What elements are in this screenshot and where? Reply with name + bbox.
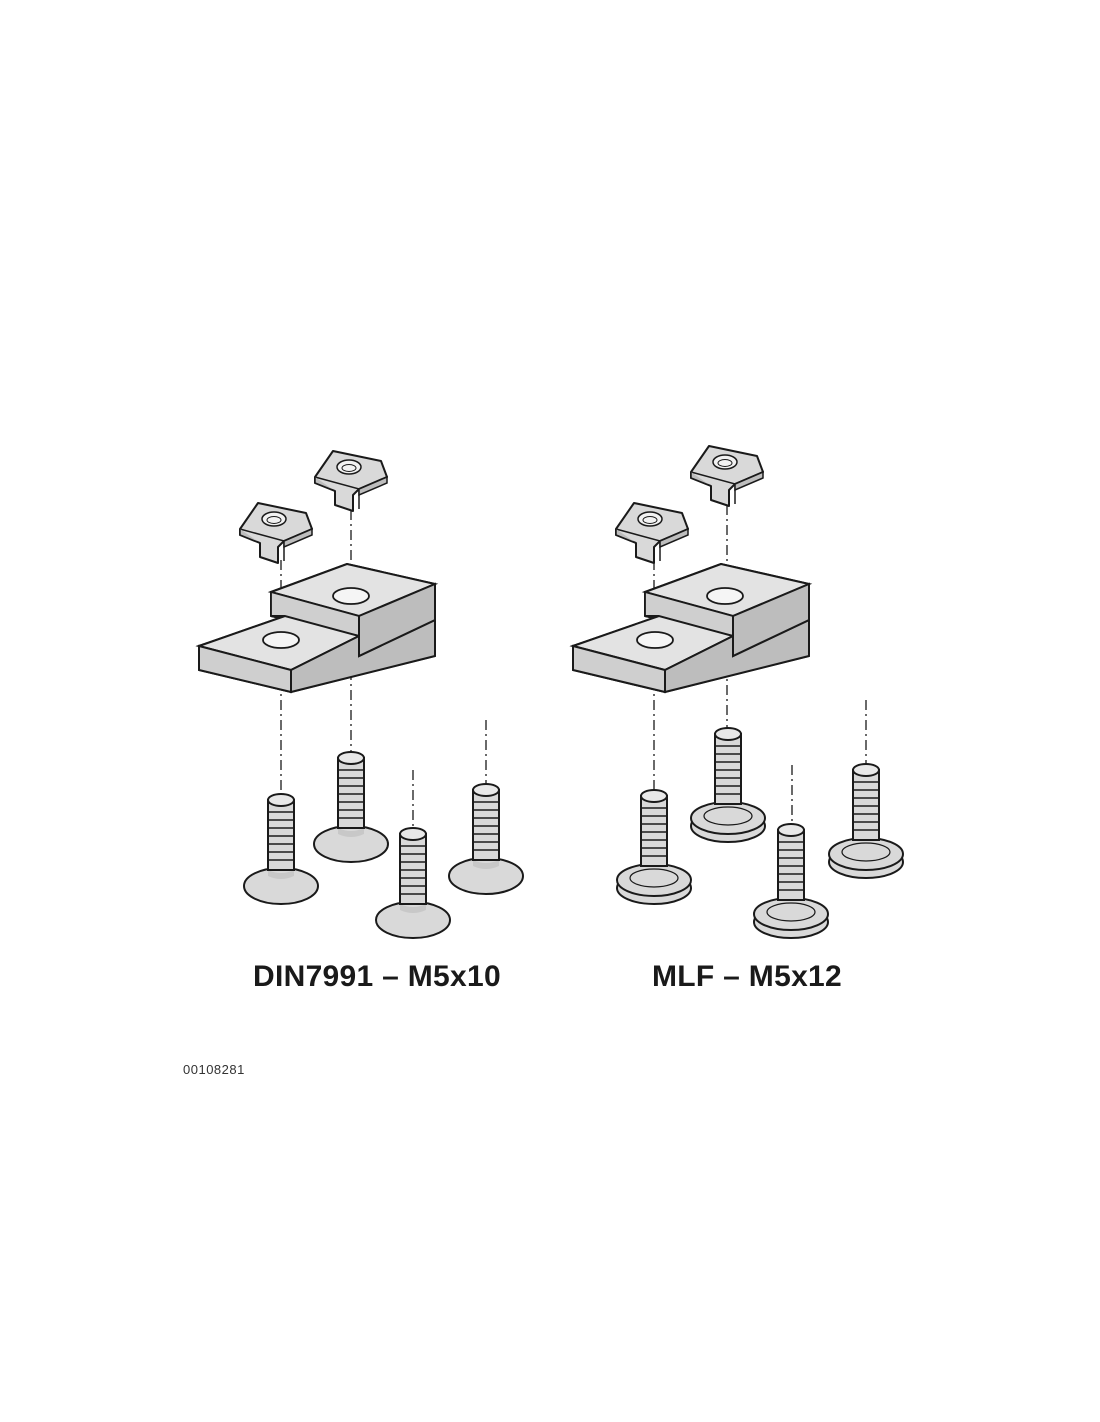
- flange-screw-right-3: [829, 764, 903, 878]
- caption-mlf: MLF – M5x12: [652, 960, 843, 993]
- flange-screw-right-2: [617, 790, 691, 904]
- countersunk-screw-left-2: [244, 794, 318, 904]
- set-right-mlf: [572, 445, 903, 938]
- countersunk-screw-left-3: [449, 784, 523, 894]
- block-right: [572, 563, 810, 693]
- t-slot-nut-left-rear: [314, 450, 388, 512]
- t-slot-nut-right-rear: [690, 445, 764, 507]
- caption-din7991: DIN7991 – M5x10: [253, 960, 501, 993]
- countersunk-screw-left-1: [314, 752, 388, 862]
- document-number: 00108281: [183, 1062, 245, 1077]
- t-slot-nut-left-front: [239, 502, 313, 564]
- block-left: [198, 563, 436, 693]
- flange-screw-right-4: [754, 824, 828, 938]
- set-left-din7991: [198, 450, 523, 938]
- flange-screw-right-1: [691, 728, 765, 842]
- t-slot-nut-right-front: [615, 502, 689, 564]
